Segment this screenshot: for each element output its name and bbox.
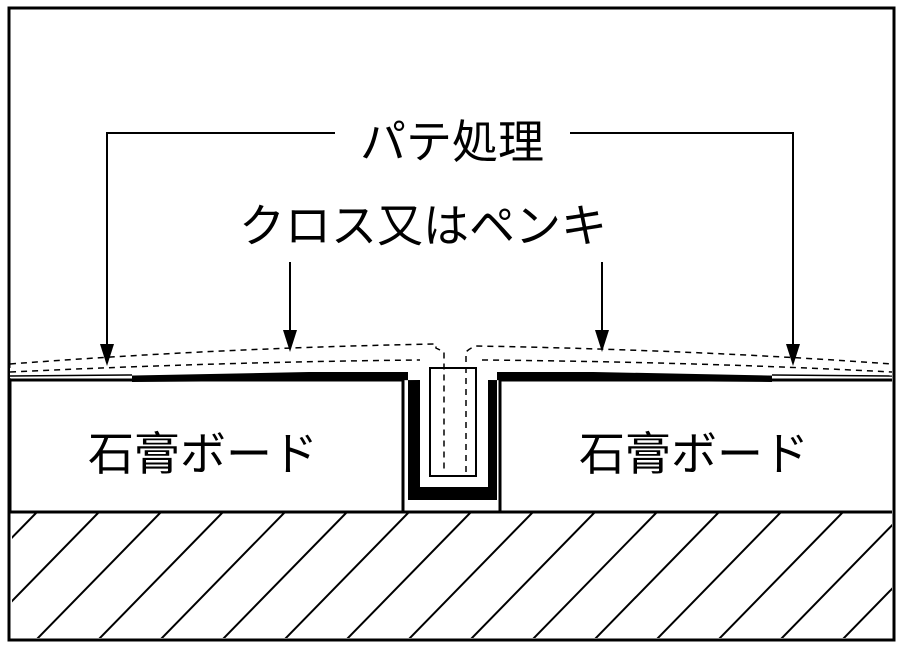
- hatch-line: [12, 512, 38, 540]
- arrow-putty-left: [100, 344, 114, 366]
- outer-frame: [7, 6, 896, 642]
- hatch-line: [284, 512, 410, 638]
- leader-putty: [106, 132, 794, 352]
- arrow-finish-right: [595, 330, 609, 352]
- hatch-line: [222, 512, 348, 638]
- hatch-line: [346, 512, 472, 638]
- putty-fill: [9, 346, 893, 477]
- joint-tape: [132, 368, 772, 500]
- hatch-line: [718, 512, 844, 638]
- hatch-line: [470, 512, 596, 638]
- hatch-line: [36, 512, 162, 638]
- label-gypsum-board-left: 石膏ボード: [88, 427, 318, 481]
- arrow-finish-left: [283, 330, 297, 352]
- hatch-line: [594, 512, 720, 638]
- hatch-line: [780, 523, 892, 638]
- hatch-line: [656, 512, 782, 638]
- label-finish: クロス又はペンキ: [239, 199, 607, 253]
- hatch-line: [532, 512, 658, 638]
- hatch-line: [98, 512, 224, 638]
- label-putty: パテ処理: [360, 115, 544, 169]
- hatched-base: [10, 510, 892, 638]
- finish-layer-dashed: [9, 343, 893, 472]
- hatch-line: [408, 512, 534, 638]
- hatch-line: [12, 512, 100, 603]
- hatch-line: [160, 512, 286, 638]
- hatch-line: [842, 587, 892, 638]
- leader-finish: [289, 262, 603, 338]
- arrow-putty-right: [786, 344, 800, 366]
- label-gypsum-board-right: 石膏ボード: [579, 427, 809, 481]
